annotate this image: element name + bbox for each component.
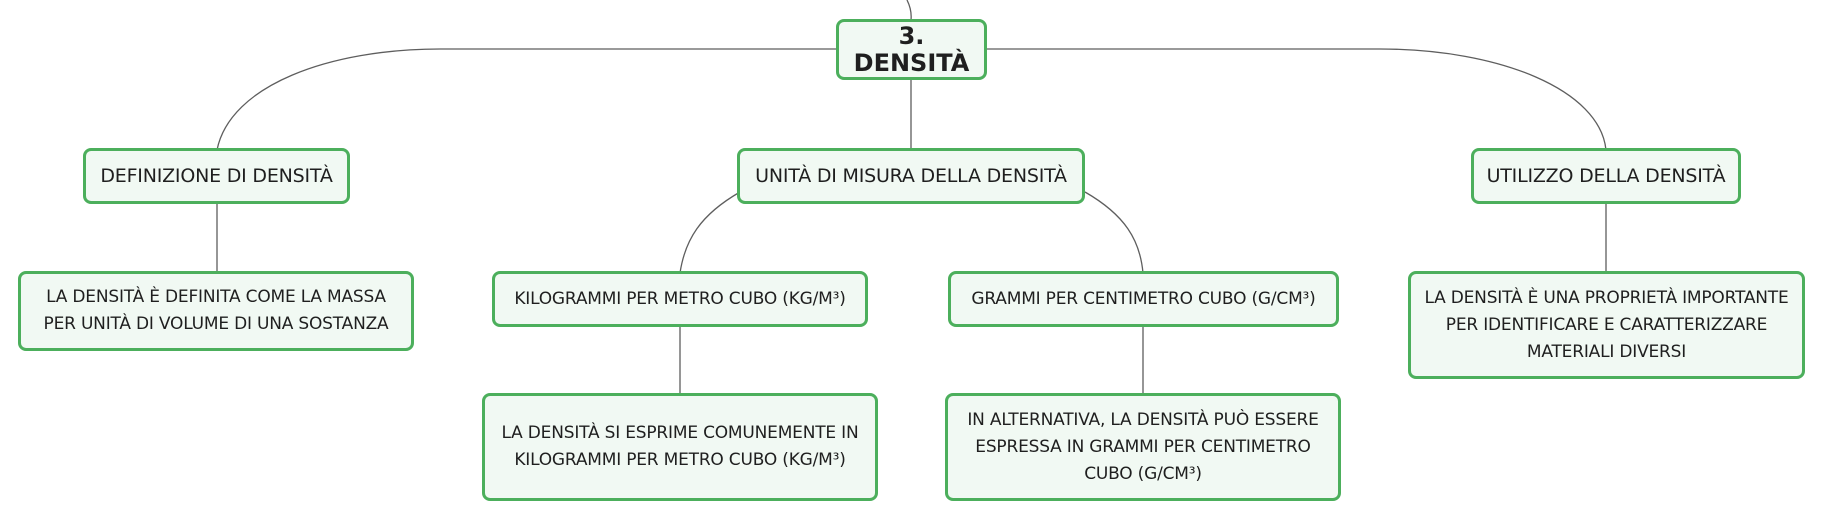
subtopic-kg-label: KILOGRAMMI PER METRO CUBO (KG/M³) [514,288,846,309]
definition-detail[interactable]: LA DENSITÀ È DEFINITA COME LA MASSA PER … [18,271,414,351]
kg-detail[interactable]: LA DENSITÀ SI ESPRIME COMUNEMENTE IN KIL… [482,393,878,501]
topic-units-label: UNITÀ DI MISURA DELLA DENSITÀ [755,164,1067,187]
topic-definition[interactable]: DEFINIZIONE DI DENSITÀ [83,148,350,204]
connector-units-g [1084,191,1144,274]
connector-parent-root [906,0,912,21]
root-node[interactable]: 3. DENSITÀ [836,19,987,80]
usage-detail[interactable]: LA DENSITÀ È UNA PROPRIETÀ IMPORTANTE PE… [1408,271,1805,379]
definition-detail-text: LA DENSITÀ È DEFINITA COME LA MASSA PER … [43,287,389,334]
topic-usage-label: UTILIZZO DELLA DENSITÀ [1486,164,1726,187]
topic-usage[interactable]: UTILIZZO DELLA DENSITÀ [1471,148,1741,204]
connector-root-usage [985,48,1607,151]
subtopic-g[interactable]: GRAMMI PER CENTIMETRO CUBO (G/CM³) [948,271,1339,327]
subtopic-g-label: GRAMMI PER CENTIMETRO CUBO (G/CM³) [971,288,1316,309]
g-detail[interactable]: IN ALTERNATIVA, LA DENSITÀ PUÒ ESSERE ES… [945,393,1341,501]
subtopic-kg[interactable]: KILOGRAMMI PER METRO CUBO (KG/M³) [492,271,868,327]
usage-detail-text: LA DENSITÀ È UNA PROPRIETÀ IMPORTANTE PE… [1424,287,1789,362]
topic-units[interactable]: UNITÀ DI MISURA DELLA DENSITÀ [737,148,1085,204]
connector-units-kg [679,191,741,274]
topic-definition-label: DEFINIZIONE DI DENSITÀ [100,164,333,187]
g-detail-text: IN ALTERNATIVA, LA DENSITÀ PUÒ ESSERE ES… [967,409,1319,484]
root-node-label: 3. DENSITÀ [853,21,970,77]
kg-detail-text: LA DENSITÀ SI ESPRIME COMUNEMENTE IN KIL… [501,423,859,470]
connector-root-definition [216,48,838,151]
